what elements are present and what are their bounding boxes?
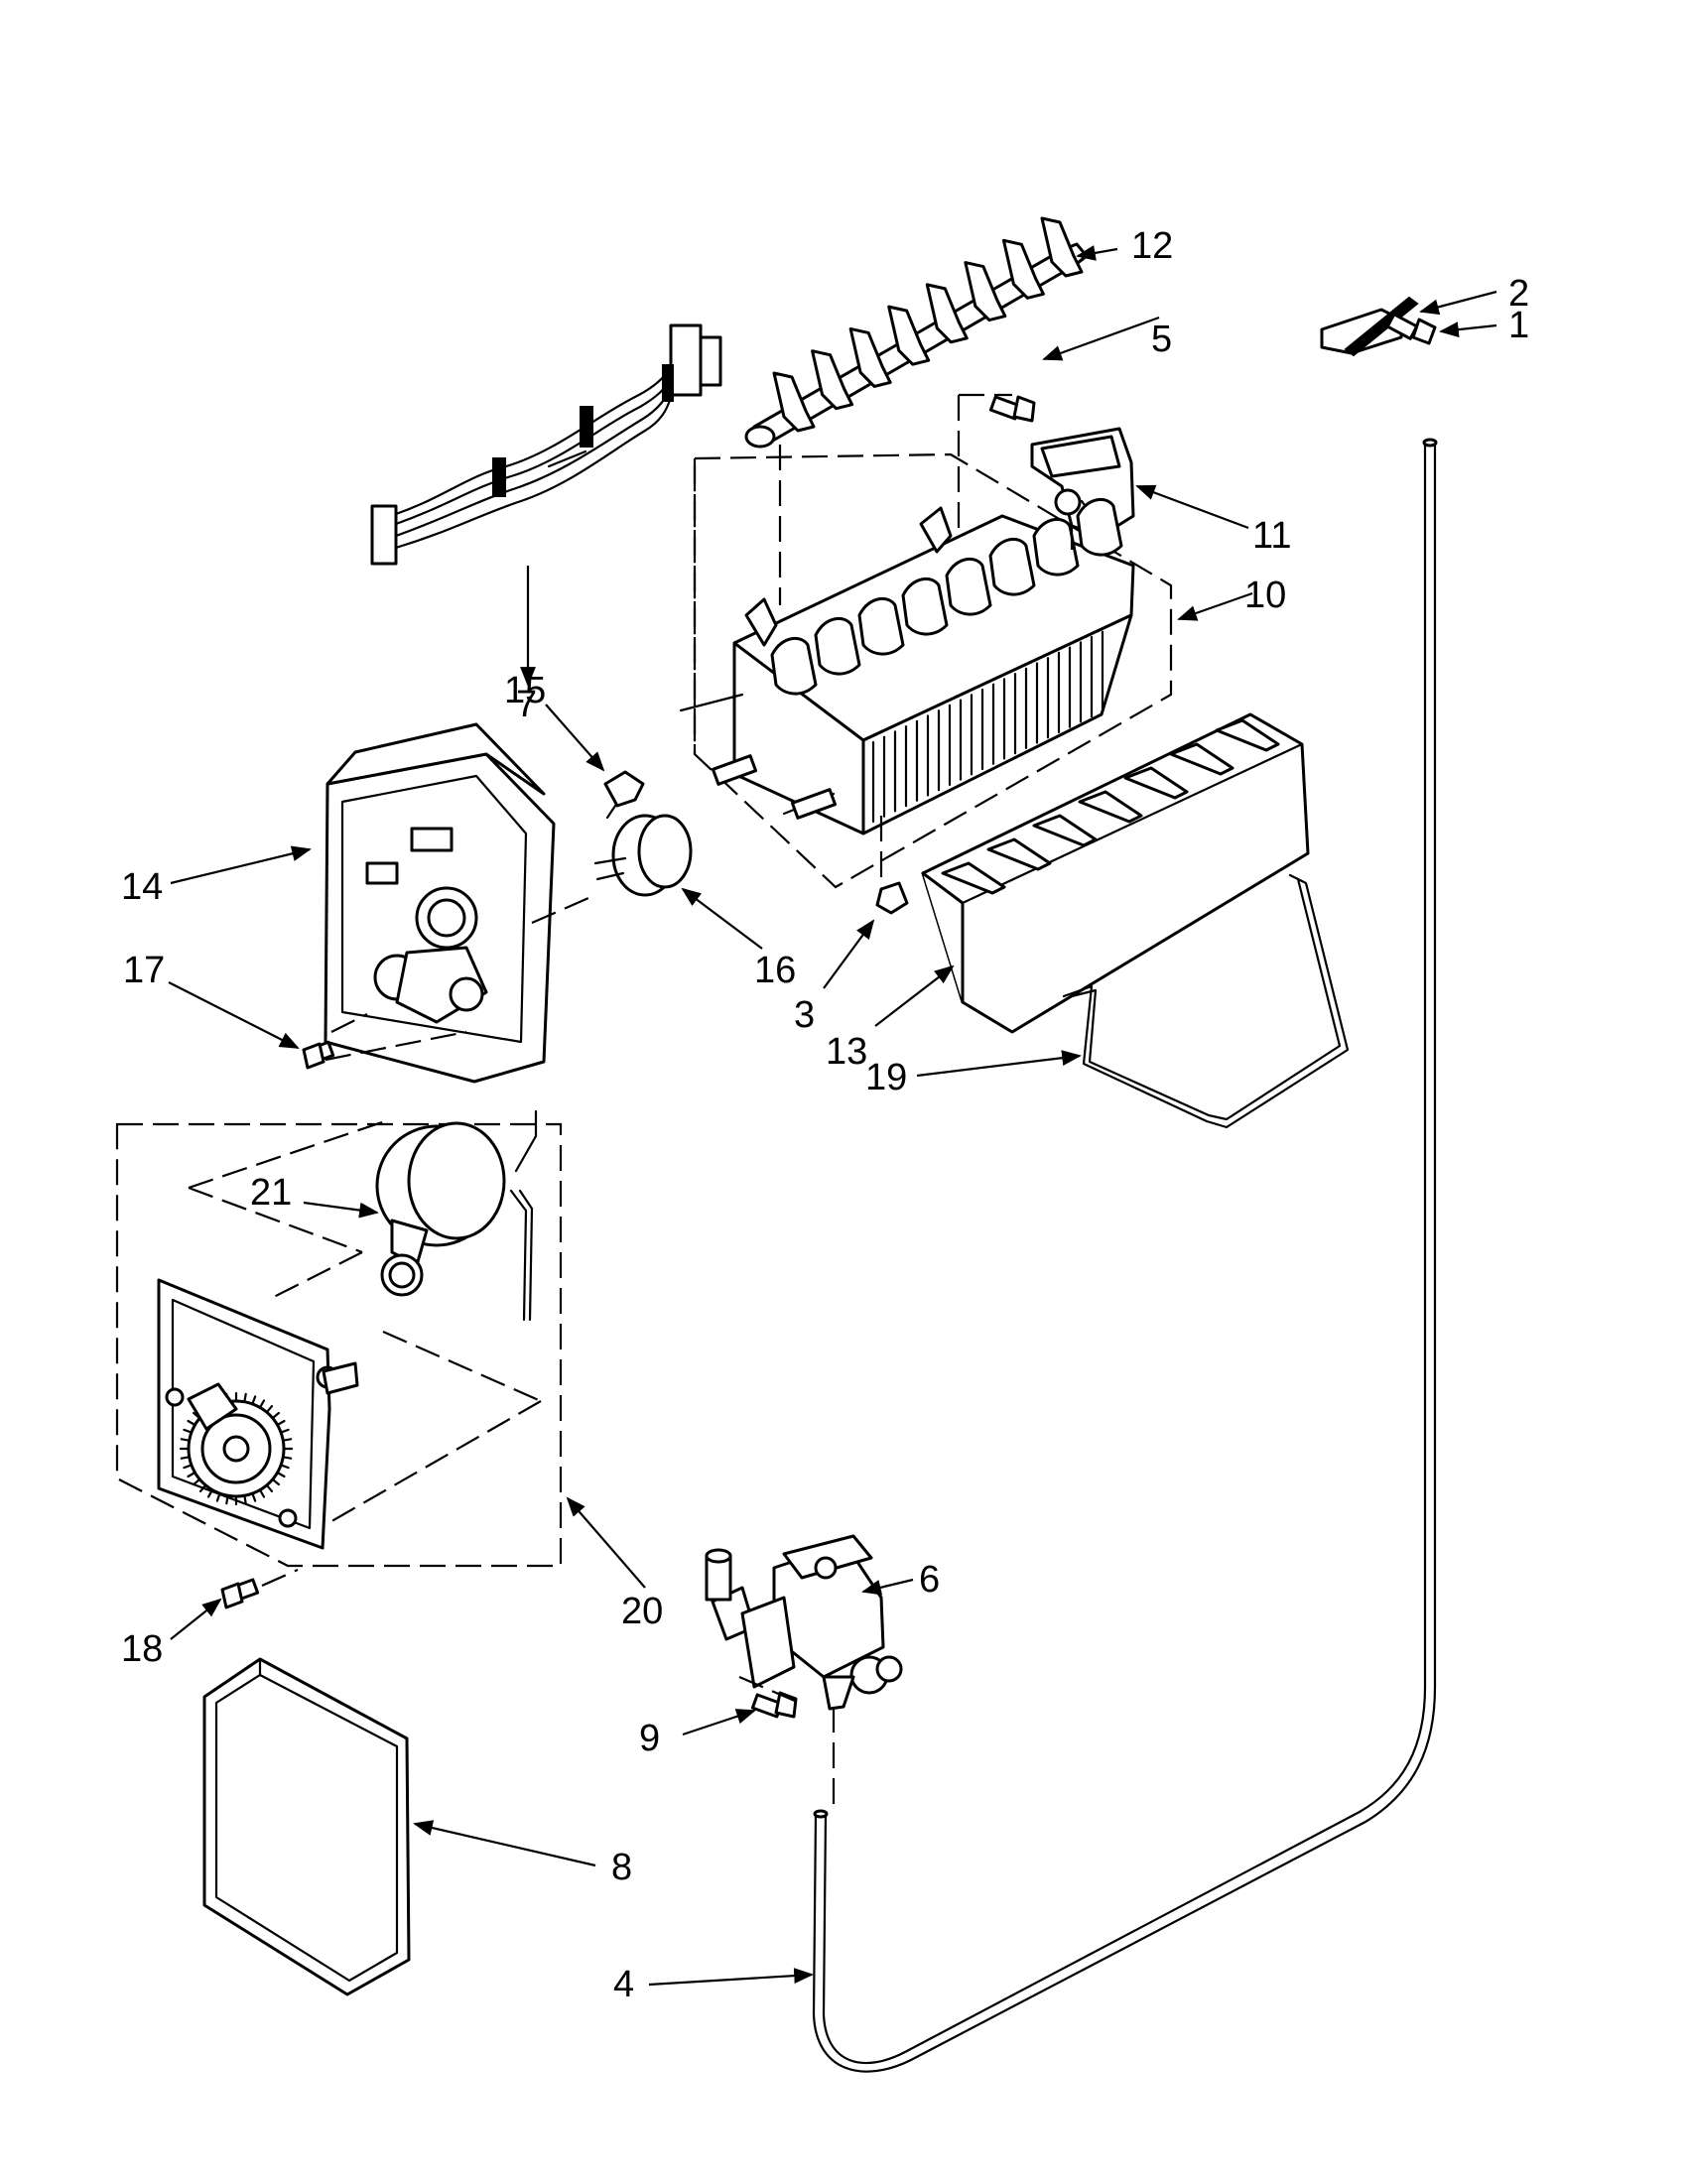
gear-tooth: [183, 1464, 193, 1470]
gear-tooth: [265, 1483, 274, 1492]
callout-11: 11: [1252, 515, 1291, 557]
callout-13: 13: [826, 1031, 867, 1073]
ejector-blade: [964, 261, 1007, 322]
callout-16: 16: [754, 950, 796, 991]
gear-tooth: [198, 1483, 207, 1492]
leader-lines: [168, 245, 1497, 1987]
gear-tooth: [271, 1411, 280, 1420]
gear-tooth: [251, 1395, 257, 1405]
callout-6: 6: [919, 1559, 940, 1601]
callout-21: 21: [250, 1172, 292, 1214]
clip-part-3: [875, 881, 909, 915]
ejector-blade: [925, 283, 969, 344]
gear-tooth: [282, 1456, 293, 1460]
screw-part-9: [750, 1691, 798, 1719]
wire-harness-part-7: [370, 323, 722, 566]
callout-20: 20: [621, 1591, 663, 1632]
mold-cavity: [770, 636, 818, 696]
gear-tooth: [187, 1471, 196, 1478]
motor-part-21: [375, 1109, 538, 1322]
shutoff-arm-part-19: [1062, 873, 1350, 1129]
ejector-blades-part-12: [744, 216, 1089, 449]
cover-tooth: [1215, 718, 1280, 752]
cover-tooth: [941, 861, 1006, 895]
gear-tooth: [258, 1488, 266, 1498]
gear-tooth: [180, 1438, 191, 1442]
mold-cavity: [1076, 497, 1123, 557]
ejector-blade: [1040, 216, 1084, 278]
mold-cavity: [945, 557, 992, 616]
gear-tooth: [183, 1428, 193, 1434]
callout-15: 15: [504, 670, 546, 711]
retainer-clip-part-15: [603, 770, 645, 820]
control-housing-part-14: [324, 722, 556, 1084]
gear-tooth: [215, 1492, 221, 1502]
gear-tooth: [258, 1399, 266, 1409]
gear-tooth: [251, 1492, 257, 1502]
gear-tooth: [180, 1456, 191, 1460]
gear-tooth: [271, 1477, 280, 1486]
callout-7: 7: [516, 684, 537, 725]
cover-tooth: [1032, 814, 1098, 847]
mold-cavity: [901, 577, 949, 636]
callout-17: 17: [123, 950, 165, 991]
gear-tooth: [265, 1405, 274, 1414]
water-valve-part-6: [705, 1534, 903, 1711]
ejector-blade: [1001, 238, 1045, 300]
fill-cup-bracket-part-2: [1320, 296, 1419, 357]
callout-4: 4: [613, 1964, 634, 2005]
mold-cavity: [988, 537, 1036, 596]
callout-14: 14: [121, 866, 163, 908]
water-tube-part-4: [812, 438, 1438, 2073]
motor-assembly-part-20: [115, 1117, 563, 1568]
screw-part-5: [988, 395, 1036, 423]
gear-tooth: [206, 1488, 214, 1498]
cover-tooth: [1078, 790, 1143, 824]
callout-18: 18: [121, 1628, 163, 1670]
gear-tooth: [280, 1428, 290, 1434]
gear-tooth: [276, 1471, 286, 1478]
mold-cavity: [814, 616, 861, 676]
gear-tooth: [187, 1419, 196, 1427]
screw-part-1: [1385, 313, 1437, 345]
gear-tooth: [280, 1464, 290, 1470]
callout-5: 5: [1151, 319, 1172, 360]
callout-3: 3: [794, 994, 815, 1036]
cover-tooth: [1123, 766, 1189, 800]
insulation-block-part-8: [202, 1657, 411, 1996]
ice-mold-part-10: [679, 452, 1173, 889]
thermostat-part-16: [593, 814, 693, 897]
ejector-blade: [772, 371, 816, 433]
ejector-blade: [887, 305, 931, 366]
callout-19: 19: [865, 1057, 907, 1098]
cover-tooth: [1169, 742, 1234, 776]
gear-tooth: [276, 1419, 286, 1427]
callout-labels: 1 2 3 4 5 6 7 8 9 10 11 12 13 14 15 16 1…: [121, 225, 1529, 2005]
screw-part-18: [220, 1578, 260, 1609]
callout-12: 12: [1131, 225, 1173, 267]
gear-tooth: [225, 1494, 229, 1505]
cover-tooth: [986, 837, 1052, 871]
mold-cavity: [857, 596, 905, 656]
callout-8: 8: [611, 1847, 632, 1888]
screw-part-17: [302, 1040, 335, 1070]
ejector-blade: [811, 349, 854, 411]
callout-10: 10: [1244, 575, 1286, 616]
mold-cavity: [1032, 517, 1080, 577]
gear-tooth: [193, 1477, 201, 1486]
alignment-lines: [261, 393, 1074, 1806]
callout-9: 9: [639, 1718, 660, 1759]
gear-tooth: [243, 1494, 247, 1505]
gear-tooth: [282, 1438, 293, 1442]
callout-2: 2: [1508, 273, 1529, 315]
ejector-blade: [848, 326, 892, 388]
callout-1: 1: [1508, 305, 1529, 346]
gear-tooth: [243, 1392, 247, 1403]
